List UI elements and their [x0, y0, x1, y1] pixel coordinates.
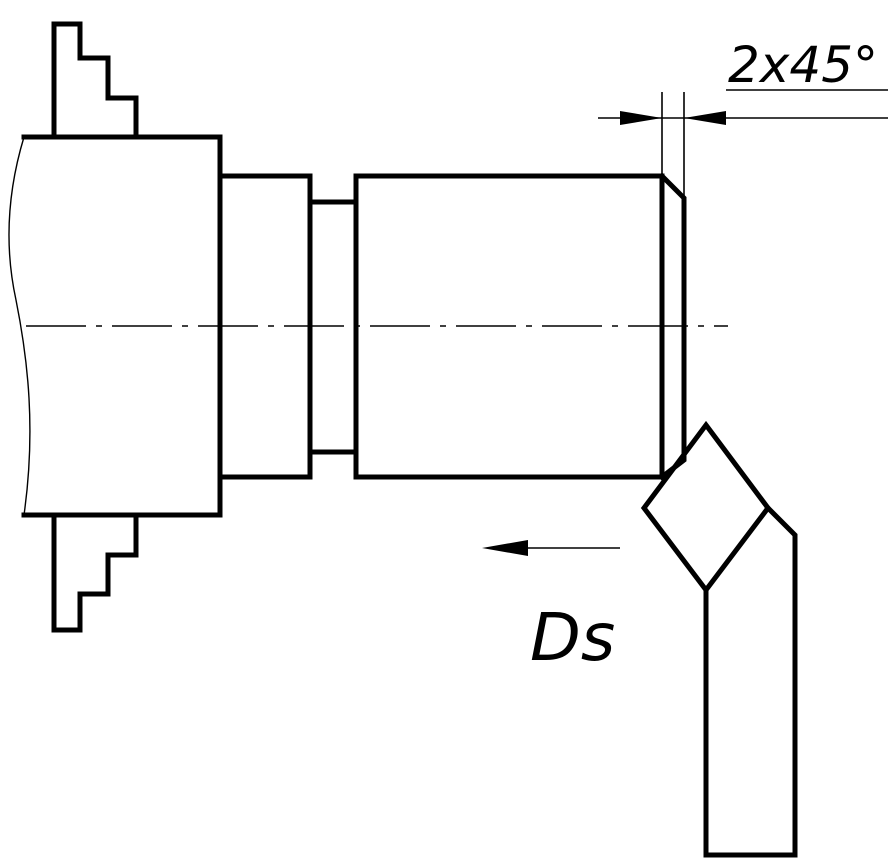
feed-arrow-head [482, 540, 528, 556]
groove [307, 199, 359, 455]
chamfer-arrow-left [620, 111, 662, 125]
chamfer-arrow-right [684, 111, 726, 125]
cutting-tool-shank [703, 504, 798, 858]
chuck-jaw-lower [51, 512, 139, 633]
cutting-tool-insert [640, 420, 772, 595]
chamfer-dimension-label: 2x45° [728, 36, 878, 94]
feed-direction-label: Ds [530, 599, 615, 676]
chuck-jaw-upper [51, 21, 139, 140]
break-line [8, 136, 31, 516]
